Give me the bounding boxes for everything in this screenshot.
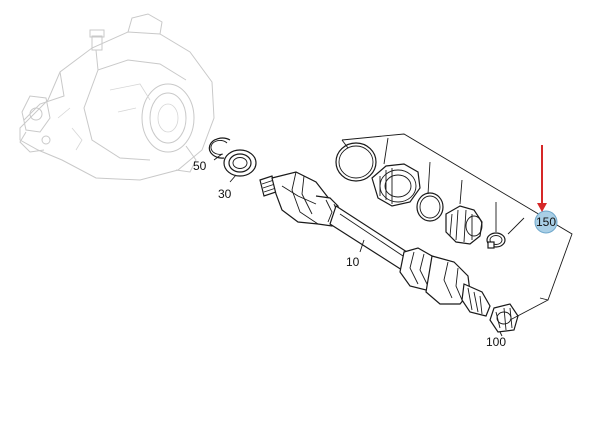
callout-100: 100 xyxy=(486,335,506,349)
callout-50: 50 xyxy=(193,159,207,173)
callout-30: 30 xyxy=(218,187,232,201)
kit-boot-large xyxy=(371,163,421,207)
red-arrow-icon xyxy=(537,145,547,212)
callout-150: 150 xyxy=(536,215,556,229)
repair-kit-part-150 xyxy=(335,133,573,301)
collar-nut-part-100 xyxy=(489,303,519,333)
callout-150-highlight[interactable] xyxy=(534,210,558,234)
drive-shaft-part-10 xyxy=(259,171,491,317)
kit-clamp-ring xyxy=(416,192,444,222)
radial-seal-part-30 xyxy=(223,149,257,177)
kit-small-clamp xyxy=(486,232,506,249)
callout-10: 10 xyxy=(346,255,360,269)
differential-housing xyxy=(19,13,215,181)
leader-lines xyxy=(213,153,549,337)
kit-o-ring xyxy=(335,142,377,182)
kit-boot-small xyxy=(445,205,483,245)
